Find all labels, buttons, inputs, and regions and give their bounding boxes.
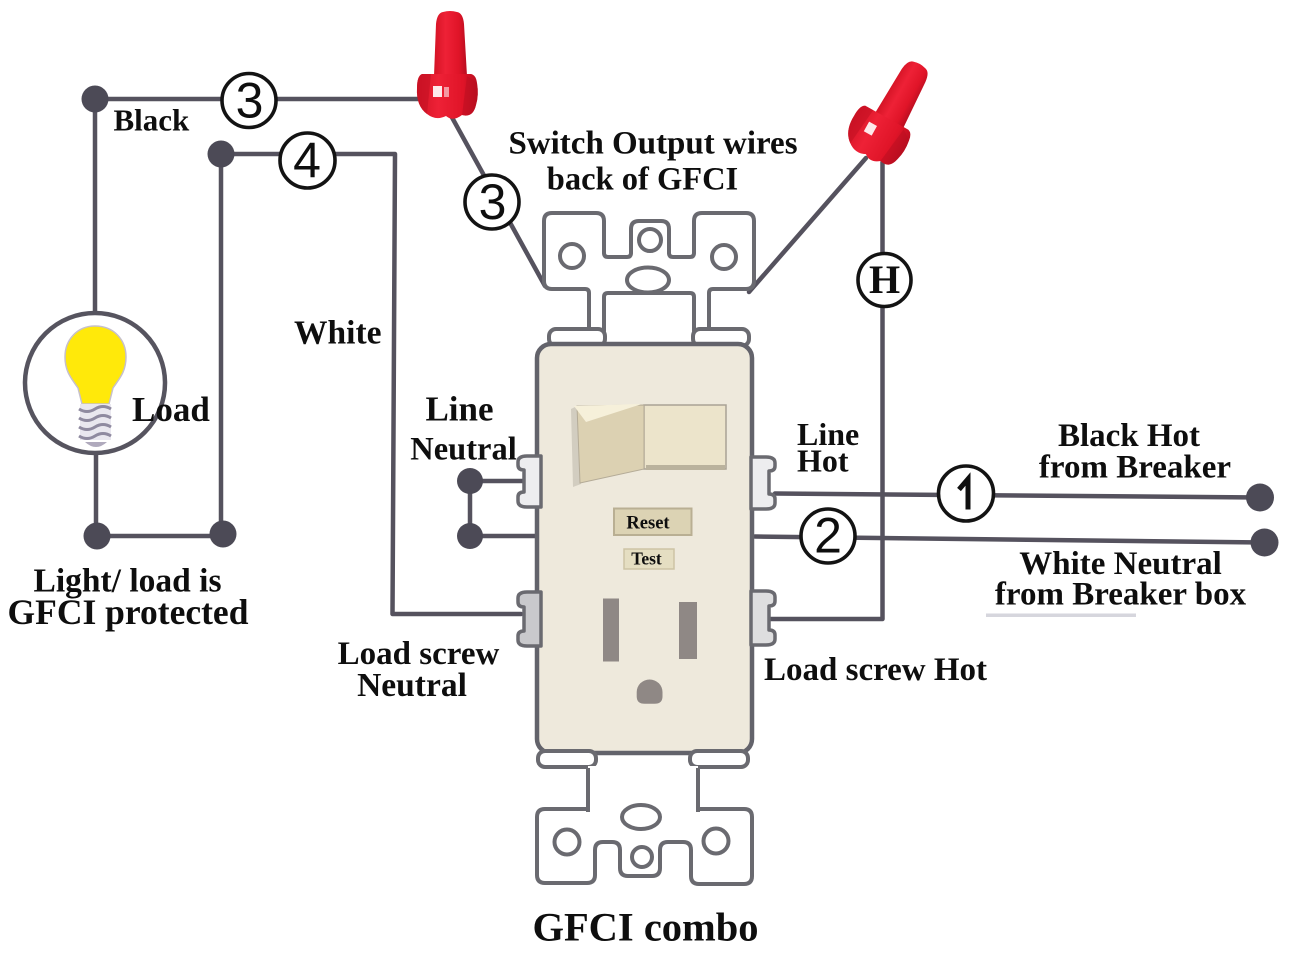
svg-text:Neutral: Neutral [357,667,467,704]
svg-text:4: 4 [293,133,321,189]
svg-text:from Breaker box: from Breaker box [995,577,1247,613]
svg-text:Line: Line [797,416,859,452]
svg-text:Hot: Hot [797,443,849,479]
svg-text:Neutral: Neutral [410,432,517,468]
svg-text:Load screw Hot: Load screw Hot [764,652,987,688]
svg-text:Line: Line [425,390,493,429]
svg-text:3: 3 [479,174,507,230]
svg-text:GFCI protected: GFCI protected [8,592,249,632]
svg-text:Load: Load [132,390,210,429]
svg-text:Load screw: Load screw [338,636,500,672]
svg-text:White Neutral: White Neutral [1019,546,1222,582]
svg-text:H: H [869,257,900,302]
svg-text:Test: Test [631,549,662,569]
svg-text:White: White [294,315,381,352]
svg-text:Light/ load is: Light/ load is [33,563,221,600]
svg-text:2: 2 [814,508,842,564]
svg-text:3: 3 [236,73,264,129]
svg-text:Black: Black [114,103,191,138]
svg-text:Switch Output wires: Switch Output wires [508,126,797,162]
svg-text:Black Hot: Black Hot [1058,418,1200,454]
svg-text:from Breaker: from Breaker [1039,450,1231,486]
svg-text:back of GFCI: back of GFCI [547,162,738,198]
svg-text:GFCI combo: GFCI combo [532,905,758,950]
svg-text:Reset: Reset [626,514,670,534]
